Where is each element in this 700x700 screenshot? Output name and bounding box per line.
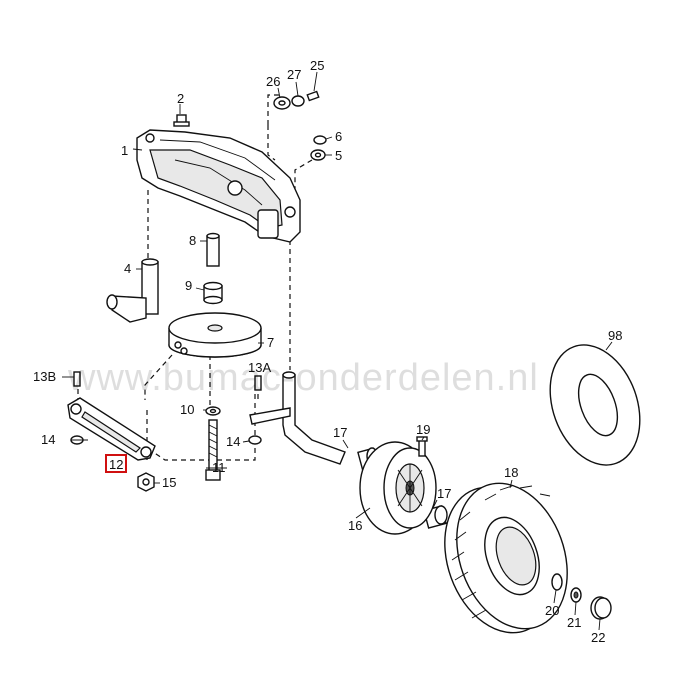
label-25: 25 (310, 58, 324, 73)
label-5: 5 (335, 148, 342, 163)
label-4: 4 (124, 261, 131, 276)
tyre-part (444, 482, 568, 634)
clip-part-21 (570, 587, 582, 603)
label-9: 9 (185, 278, 192, 293)
highlight-box (105, 454, 127, 473)
label-2: 2 (177, 91, 184, 106)
part-labels: 1 2 26 27 25 6 5 8 4 9 7 13B 13A 10 14 1… (33, 58, 622, 645)
watermark: www.bumac-onderdelen.nl (67, 357, 539, 399)
inner-tube-part (549, 344, 641, 466)
bushing-part (203, 281, 223, 305)
label-21: 21 (567, 615, 581, 630)
label-11: 11 (212, 460, 226, 475)
label-8: 8 (189, 233, 196, 248)
label-26: 26 (266, 74, 280, 89)
washer-part-14-right (248, 435, 262, 445)
label-20: 20 (545, 603, 559, 618)
label-17-left: 17 (333, 425, 347, 440)
label-22: 22 (591, 630, 605, 645)
label-7: 7 (267, 335, 274, 350)
label-16: 16 (348, 518, 362, 533)
label-14-left: 14 (41, 432, 55, 447)
rim-part (359, 441, 437, 535)
label-13a: 13A (248, 360, 271, 375)
leader-lines (62, 71, 613, 631)
label-98: 98 (608, 328, 622, 343)
label-12: 12 (109, 457, 123, 472)
frame-part (136, 129, 301, 243)
label-17-right: 17 (437, 486, 451, 501)
label-14-right: 14 (226, 434, 240, 449)
pin-part-13b (73, 371, 81, 387)
label-18: 18 (504, 465, 518, 480)
screw-part (173, 114, 190, 127)
label-1: 1 (121, 143, 128, 158)
nut-part-15 (137, 472, 155, 492)
hub-cap-part-22 (590, 596, 612, 620)
pin-part (206, 232, 220, 267)
washer-part-10 (205, 406, 221, 416)
axle-arm-part (249, 371, 346, 465)
washer-group-right (310, 135, 327, 161)
label-27: 27 (287, 67, 301, 82)
link-arm-part (67, 397, 156, 461)
label-6: 6 (335, 129, 342, 144)
pin-part-13a (254, 375, 262, 391)
bolt-part-11 (205, 419, 221, 481)
washer-part-20 (551, 573, 563, 591)
label-19: 19 (416, 422, 430, 437)
adjuster-disc-part (168, 312, 262, 358)
fastener-group-top (273, 90, 320, 110)
label-10: 10 (180, 402, 194, 417)
pivot-pin-part (106, 258, 159, 323)
label-15: 15 (162, 475, 176, 490)
label-13b: 13B (33, 369, 56, 384)
